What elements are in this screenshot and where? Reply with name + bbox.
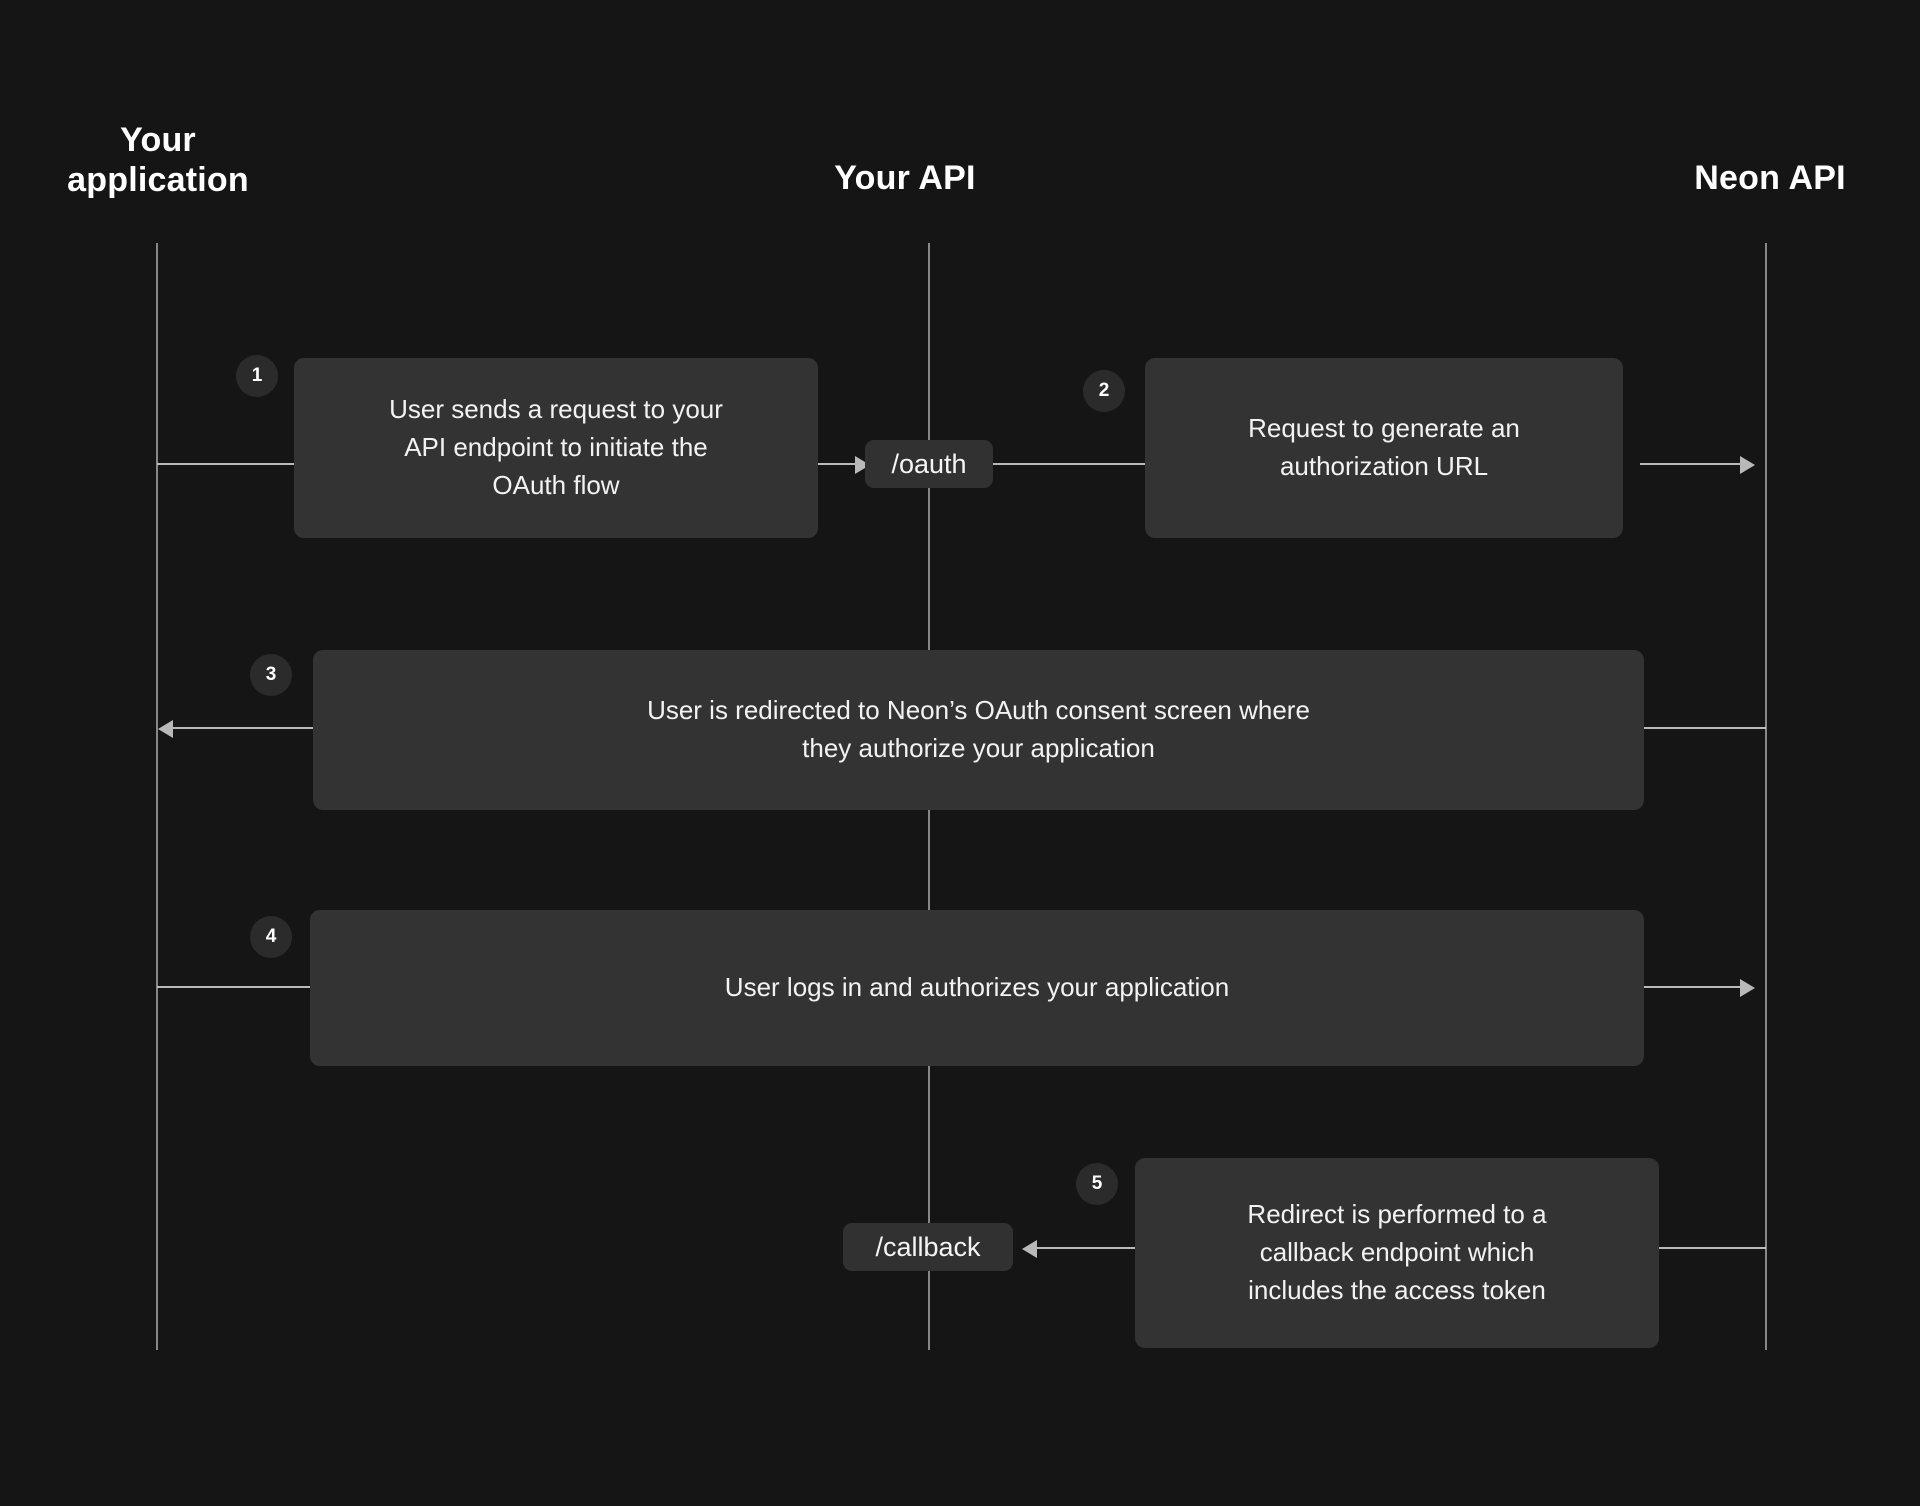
message-text-step-4: User logs in and authorizes your applica… xyxy=(724,972,1230,1003)
lane-title-your-application: Your application xyxy=(67,121,249,200)
connector-step-4-left xyxy=(157,986,322,988)
connector-step-3-left xyxy=(170,727,320,729)
lifeline-your-application xyxy=(156,243,158,1350)
message-box-step-2: Request to generate an authorization URL xyxy=(1145,358,1623,538)
message-text-step-3: User is redirected to Neon’s OAuth conse… xyxy=(647,695,1310,763)
arrowhead-step-3-left xyxy=(158,720,173,738)
connector-step-4-right xyxy=(1640,986,1745,988)
message-box-step-5: Redirect is performed to a callback endp… xyxy=(1135,1158,1659,1348)
arrowhead-step-2-right xyxy=(1740,456,1755,474)
lifeline-neon-api xyxy=(1765,243,1767,1350)
lane-title-neon-api: Neon API xyxy=(1694,159,1846,197)
message-box-step-1: User sends a request to your API endpoin… xyxy=(294,358,818,538)
step-badge-2: 2 xyxy=(1083,370,1125,412)
message-text-step-2: Request to generate an authorization URL xyxy=(1248,413,1520,481)
step-badge-3: 3 xyxy=(250,654,292,696)
message-text-step-1: User sends a request to your API endpoin… xyxy=(389,394,723,500)
connector-step-2-in xyxy=(993,463,1148,465)
lane-title-your-api: Your API xyxy=(834,159,976,197)
endpoint-pill-oauth[interactable]: /oauth xyxy=(865,440,993,488)
step-badge-4: 4 xyxy=(250,916,292,958)
step-badge-5: 5 xyxy=(1076,1163,1118,1205)
endpoint-pill-callback[interactable]: /callback xyxy=(843,1223,1013,1271)
message-text-step-5: Redirect is performed to a callback endp… xyxy=(1247,1199,1547,1305)
connector-step-3-right xyxy=(1640,727,1766,729)
connector-step-2-out xyxy=(1640,463,1745,465)
message-box-step-3: User is redirected to Neon’s OAuth conse… xyxy=(313,650,1644,810)
connector-step-5-in xyxy=(1034,1247,1136,1249)
step-badge-1: 1 xyxy=(236,355,278,397)
arrowhead-step-5-left xyxy=(1022,1240,1037,1258)
arrowhead-step-4-right xyxy=(1740,979,1755,997)
message-box-step-4: User logs in and authorizes your applica… xyxy=(310,910,1644,1066)
connector-step-5-right xyxy=(1655,1247,1766,1249)
